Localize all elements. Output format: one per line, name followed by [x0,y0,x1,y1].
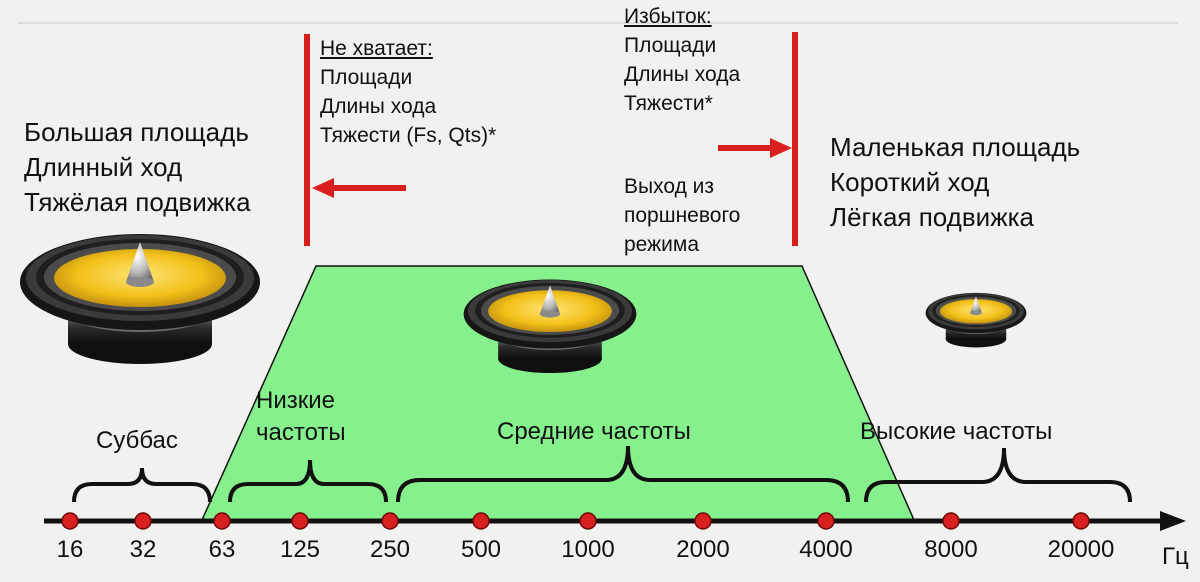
excess-note-line-1: Выход из [624,175,715,198]
excess-line-3: Тяжести* [624,92,713,115]
left-line-1: Большая площадь [24,117,249,147]
frequency-marker-8000 [942,512,960,530]
tick-label-63: 63 [208,536,236,563]
axis-unit-label: Гц [1162,543,1189,570]
frequency-markers [61,512,1090,530]
excess-note: Выход из поршневого режима [624,172,740,259]
excess-note-line-3: режима [624,233,700,256]
arrow-left-icon [312,178,406,198]
frequency-marker-500 [472,512,490,530]
left-line-3: Тяжёлая подвижка [24,187,251,217]
large-speaker-icon [20,234,260,364]
band-label-low-line-1: Низкие [256,387,335,414]
left-description: Большая площадь Длинный ход Тяжёлая подв… [24,115,251,220]
top-divider [18,22,1178,24]
excess-note-line-2: поршневого [624,204,741,227]
frequency-marker-63 [213,512,231,530]
upper-limit-line [792,32,798,246]
brace-low [228,459,388,503]
left-line-2: Длинный ход [24,152,183,182]
frequency-marker-250 [381,512,399,530]
small-speaker-icon [924,291,1028,349]
arrow-right-icon [718,138,792,158]
frequency-marker-1000 [579,512,597,530]
right-description: Маленькая площадь Короткий ход Лёгкая по… [830,130,1080,235]
tick-label-16: 16 [56,536,84,563]
brace-high [864,447,1132,503]
band-label-high: Высокие частоты [860,418,1053,445]
right-line-2: Короткий ход [830,167,990,197]
axis-arrow-icon [1160,511,1186,531]
band-label-subbass: Суббас [96,427,178,454]
band-label-low-line-2: частоты [256,419,346,446]
lack-line-3: Тяжести (Fs, Qts)* [320,124,497,147]
tick-label-8000: 8000 [924,536,978,563]
frequency-marker-125 [291,512,309,530]
tick-label-500: 500 [460,536,502,563]
tick-label-1000: 1000 [561,536,615,563]
frequency-marker-2000 [694,512,712,530]
excess-heading: Избыток: [624,5,712,28]
right-line-1: Маленькая площадь [830,132,1081,162]
brace-subbass [72,467,212,503]
excess-block: Избыток: Площади Длины хода Тяжести* [624,2,740,118]
lower-limit-line [304,34,310,246]
brace-mid [396,445,850,503]
excess-line-1: Площади [624,34,717,57]
lack-heading: Не хватает: [320,37,433,60]
frequency-marker-20000 [1072,512,1090,530]
frequency-marker-4000 [817,512,835,530]
right-line-3: Лёгкая подвижка [830,202,1034,232]
band-label-low: Низкие частоты [256,385,346,449]
tick-label-20000: 20000 [1047,536,1115,563]
tick-label-4000: 4000 [799,536,853,563]
frequency-marker-32 [134,512,152,530]
lack-line-1: Площади [320,66,413,89]
tick-label-250: 250 [369,536,411,563]
tick-label-125: 125 [279,536,321,563]
tick-label-2000: 2000 [676,536,730,563]
band-label-mid: Средние частоты [497,418,691,445]
lack-line-2: Длины хода [320,95,437,118]
lack-block: Не хватает: Площади Длины хода Тяжести (… [320,34,496,150]
frequency-marker-16 [61,512,79,530]
tick-label-32: 32 [129,536,157,563]
excess-line-2: Длины хода [624,63,741,86]
